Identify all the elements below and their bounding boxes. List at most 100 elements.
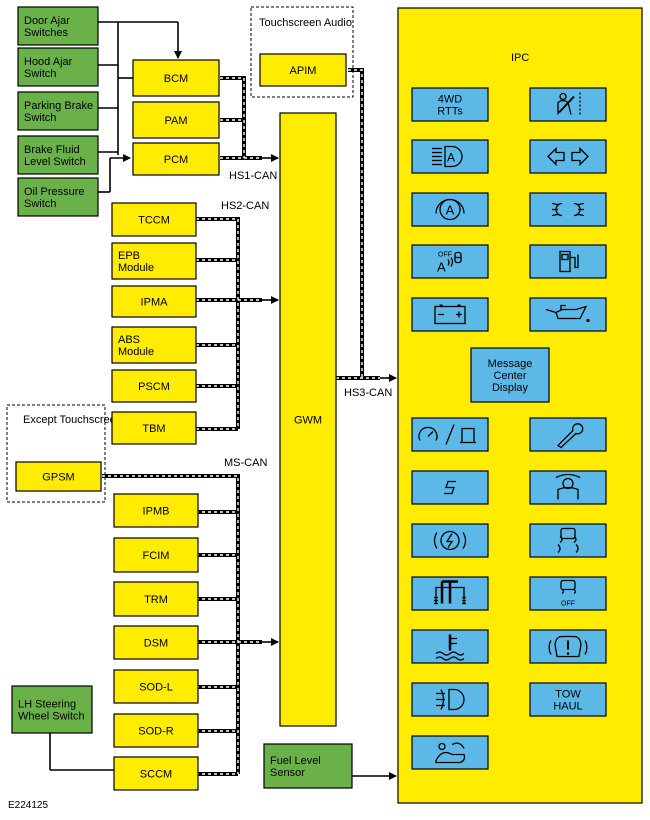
ms-can-bus [102, 474, 279, 776]
svg-text:A: A [447, 151, 455, 165]
pcm-label: PCM [164, 154, 188, 166]
ipc-indicator-autostop: A [411, 192, 489, 227]
traction-control-icon [557, 527, 579, 553]
gwm-box: GWM [279, 112, 337, 727]
fcim-label: FCIM [143, 550, 170, 562]
pscm-label: PSCM [138, 381, 170, 393]
ipc-indicator-tpms [529, 629, 607, 664]
pscm-box: PSCM [111, 369, 197, 403]
ipc-indicator-oil [529, 297, 607, 332]
ipc-indicator-seatbelt [529, 87, 607, 122]
auto-start-stop-icon: A [435, 198, 465, 221]
low-fuel-icon [559, 250, 579, 273]
bcm-label: BCM [164, 73, 188, 85]
hs1-can-bus [220, 76, 279, 162]
sccm-box: SCCM [113, 756, 199, 791]
front-fog-lamp-icon [436, 688, 465, 711]
touchscreen-group-box [250, 6, 354, 98]
ipc-indicator-cruise [411, 417, 489, 452]
trm-box: TRM [113, 581, 199, 617]
ipc-indicator-traction [529, 523, 607, 558]
ipc-indicator-brake [411, 523, 489, 558]
glow-plug-icon [555, 473, 581, 500]
sodr-box: SOD-R [113, 713, 199, 748]
ipc-indicator-temp [411, 629, 489, 664]
battery-charge-icon [434, 304, 466, 325]
hs3-can-label: HS3-CAN [344, 387, 392, 399]
dsm-label: DSM [144, 638, 168, 650]
ipc-indicator-turn [529, 139, 607, 174]
ipc-indicator-glow [529, 470, 607, 505]
auto-high-beam-icon: A [432, 145, 463, 168]
pam-box: PAM [132, 101, 220, 139]
ipc-indicator-tire [411, 576, 489, 611]
sodr-label: SOD-R [138, 726, 174, 738]
ipma-box: IPMA [111, 285, 197, 318]
ipc-indicator-battery [411, 297, 489, 332]
tire-pressure-icon [548, 635, 588, 658]
ipc-indicator-lane [411, 735, 489, 770]
ipc-indicator-highbeam: A [411, 139, 489, 174]
touchscreen-group-label: Touchscreen Audio [259, 17, 352, 29]
lane-keeping-icon [435, 742, 466, 764]
hs2-can-bus [196, 217, 279, 431]
traction-control-off-icon: OFF [560, 579, 577, 608]
sccm-label: SCCM [140, 769, 172, 781]
tccm-box: TCCM [111, 202, 197, 237]
ipmb-label: IPMB [143, 506, 170, 518]
except-group-box [6, 404, 106, 503]
hs3-can-bus [336, 68, 397, 382]
figure-id: E224125 [8, 800, 48, 811]
tbm-label: TBM [142, 423, 165, 435]
brake-warning-icon [433, 530, 467, 551]
dsm-box: DSM [113, 625, 199, 660]
trm-label: TRM [144, 594, 168, 606]
fcim-box: FCIM [113, 537, 199, 573]
svg-text:A: A [446, 203, 455, 218]
seatbelt-icon [557, 92, 581, 117]
ipc-indicator-wrench [529, 417, 607, 452]
cruise-control-icon [418, 424, 476, 445]
coolant-temperature-icon [435, 634, 465, 661]
svg-text:OFF: OFF [438, 252, 452, 259]
gpsm-label: GPSM [42, 472, 74, 484]
hs1-can-label: HS1-CAN [229, 170, 277, 182]
ipc-indicator-engine [411, 470, 489, 505]
switch-wiring [49, 21, 397, 780]
ipc-indicator-sidelamp [529, 192, 607, 227]
bcm-box: BCM [132, 59, 220, 97]
gwm-label: GWM [294, 415, 322, 427]
svg-text:OFF: OFF [561, 601, 575, 608]
hill-descent-icon [434, 580, 466, 605]
gpsm-box: GPSM [15, 461, 102, 492]
ipc-indicator-tracoff: OFF [529, 576, 607, 611]
powertrain-fault-wrench-icon [556, 423, 584, 449]
side-lamps-icon [551, 202, 585, 217]
pcm-box: PCM [132, 142, 220, 176]
turn-signal-arrows-icon [547, 146, 589, 167]
ipmb-box: IPMB [113, 493, 199, 528]
hs2-can-label: HS2-CAN [221, 200, 269, 212]
ipc-title: IPC [511, 52, 529, 64]
